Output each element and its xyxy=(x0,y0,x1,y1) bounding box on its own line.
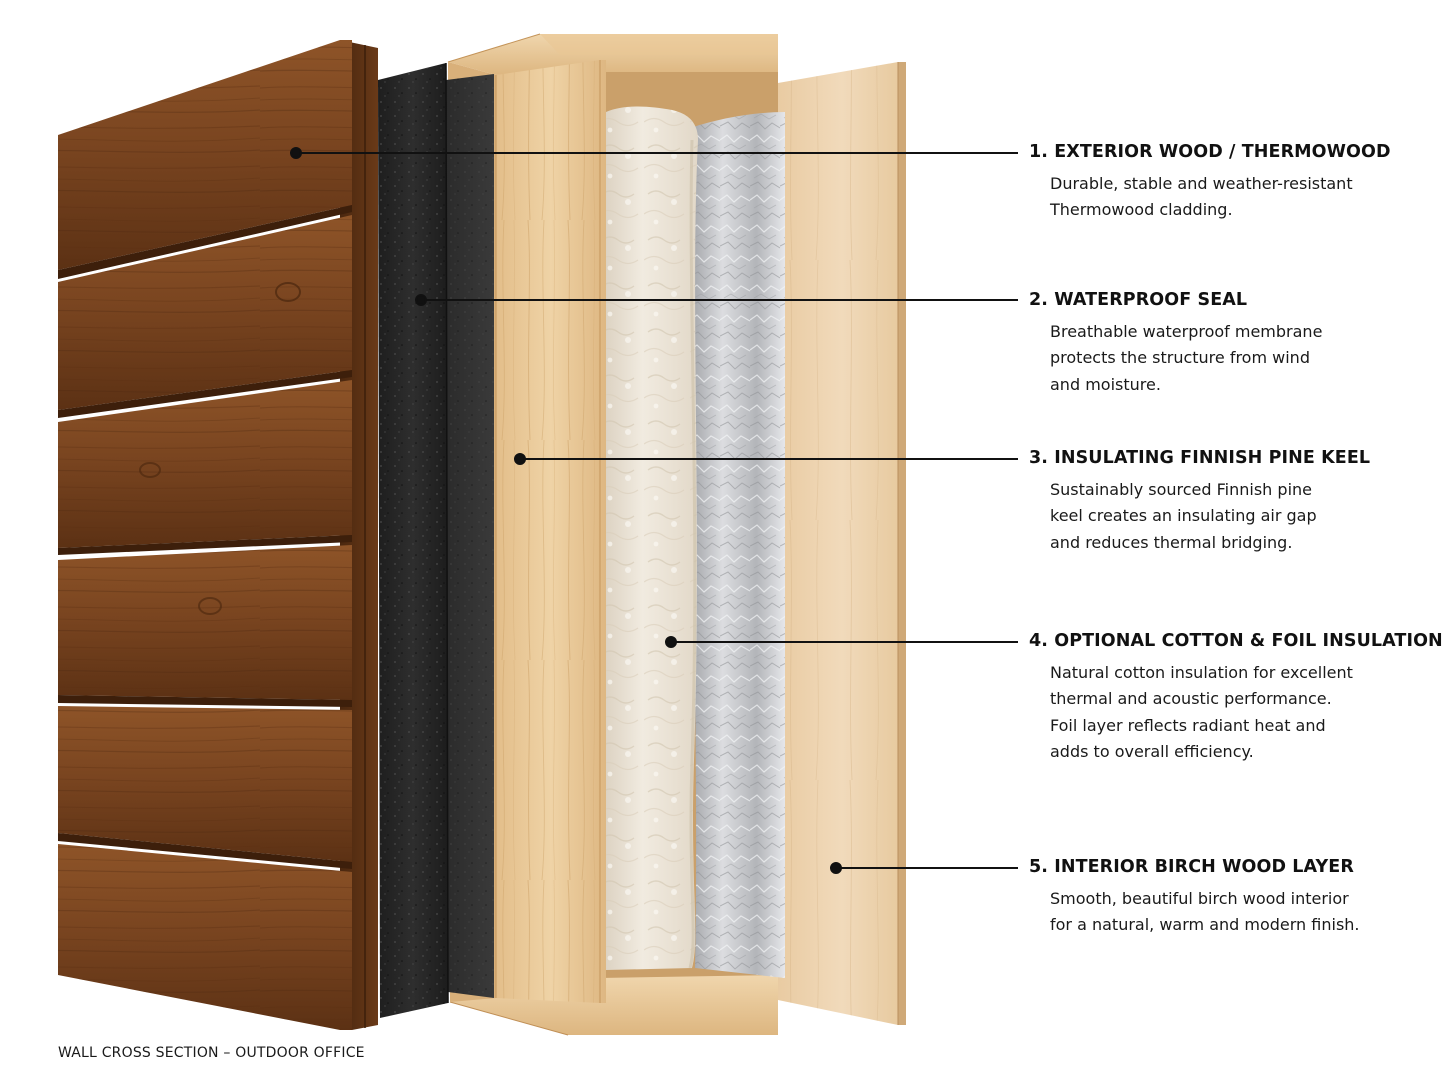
leader-dot-1 xyxy=(290,147,302,159)
leader-dot-2 xyxy=(415,294,427,306)
label-cotton-foil-insulation: 4. OPTIONAL COTTON & FOIL INSULATION Nat… xyxy=(1029,631,1443,766)
insulation xyxy=(606,106,785,978)
description-line: Sustainably sourced Finnish pine xyxy=(1050,480,1312,499)
description-line: Foil layer reflects radiant heat and xyxy=(1050,715,1326,735)
label-title: 3. INSULATING FINNISH PINE KEEL xyxy=(1029,448,1371,468)
birch-panel xyxy=(778,62,906,1025)
description-line: and reduces thermal bridging. xyxy=(1050,532,1293,552)
label-description: Breathable waterproof membrane protects … xyxy=(1050,319,1421,398)
description-line: protects the structure from wind xyxy=(1050,348,1310,368)
leader-dot-5 xyxy=(830,862,842,874)
description-line: thermal and acoustic performance. xyxy=(1050,689,1332,709)
description-line: keel creates an insulating air gap xyxy=(1050,506,1317,526)
label-description: Sustainably sourced Finnish pine keel cr… xyxy=(1050,477,1421,556)
cladding-boards xyxy=(58,40,352,1030)
description-line: for a natural, warm and modern finish. xyxy=(1050,915,1360,935)
label-description: Durable, stable and weather-resistant Th… xyxy=(1050,171,1421,224)
label-description: Smooth, beautiful birch wood interior fo… xyxy=(1050,886,1421,939)
label-title: 1. EXTERIOR WOOD / THERMOWOOD xyxy=(1029,142,1391,162)
description-line: Durable, stable and weather-resistant xyxy=(1050,174,1353,193)
label-title: 4. OPTIONAL COTTON & FOIL INSULATION xyxy=(1029,631,1443,651)
thermowood-cladding xyxy=(58,40,378,1030)
label-pine-keel: 3. INSULATING FINNISH PINE KEEL Sustaina… xyxy=(1029,448,1421,556)
leader-dot-3 xyxy=(514,453,526,465)
description-line: Smooth, beautiful birch wood interior xyxy=(1050,889,1349,908)
label-interior-birch: 5. INTERIOR BIRCH WOOD LAYER Smooth, bea… xyxy=(1029,857,1421,939)
description-line: Natural cotton insulation for excellent xyxy=(1050,663,1353,682)
description-line: and moisture. xyxy=(1050,374,1161,394)
description-line: Thermowood cladding. xyxy=(1050,200,1233,220)
description-line: adds to overall efficiency. xyxy=(1050,742,1254,762)
description-line: Breathable waterproof membrane xyxy=(1050,322,1323,341)
leader-dot-4 xyxy=(665,636,677,648)
leader-lines xyxy=(290,147,1018,874)
label-title: 5. INTERIOR BIRCH WOOD LAYER xyxy=(1029,857,1354,877)
label-title: 2. WATERPROOF SEAL xyxy=(1029,290,1248,310)
figure-caption: WALL CROSS SECTION – OUTDOOR OFFICE xyxy=(58,1045,365,1061)
membrane xyxy=(378,62,494,1018)
label-description: Natural cotton insulation for excellent … xyxy=(1050,660,1421,766)
label-exterior-wood: 1. EXTERIOR WOOD / THERMOWOOD Durable, s… xyxy=(1029,142,1421,224)
label-waterproof-seal: 2. WATERPROOF SEAL Breathable waterproof… xyxy=(1029,290,1421,398)
